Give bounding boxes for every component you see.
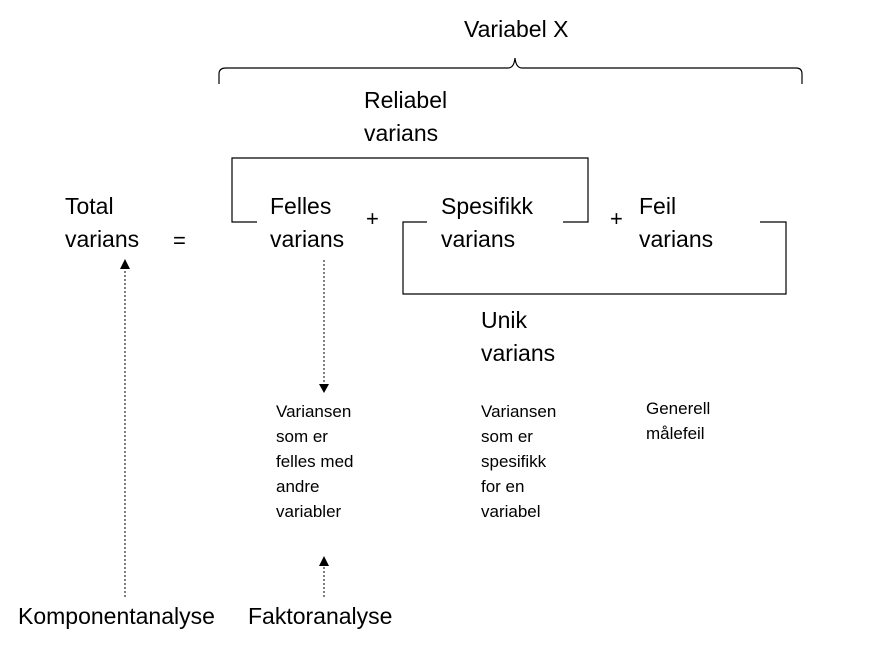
factor-analysis-label: Faktoranalyse [248, 603, 393, 629]
reliable-variance-label: Reliabel varians [364, 87, 448, 146]
variable-x-brace [218, 57, 803, 84]
unique-variance-label: Unik varians [481, 307, 556, 366]
variable-x-title: Variabel X [464, 16, 569, 42]
plus-sign-2: + [610, 206, 623, 231]
plus-sign-1: + [366, 206, 379, 231]
total-variance-label: Total varians [65, 193, 140, 252]
common-down-arrowhead [319, 384, 329, 393]
specific-variance-label: Spesifikk varians [441, 193, 534, 252]
equals-sign: = [173, 228, 186, 253]
unique-bracket [402, 221, 787, 295]
factor-up-arrowhead [319, 556, 329, 566]
error-variance-description: Generell målefeil [646, 399, 711, 443]
error-variance-label: Feil varians [639, 193, 714, 252]
common-variance-description: Variansen som er felles med andre variab… [276, 402, 354, 521]
specific-variance-description: Variansen som er spesifikk for en variab… [481, 402, 557, 521]
reliable-bracket [231, 157, 589, 223]
component-up-arrowhead [120, 259, 130, 269]
common-variance-label: Felles varians [270, 193, 345, 252]
component-analysis-label: Komponentanalyse [18, 603, 215, 629]
